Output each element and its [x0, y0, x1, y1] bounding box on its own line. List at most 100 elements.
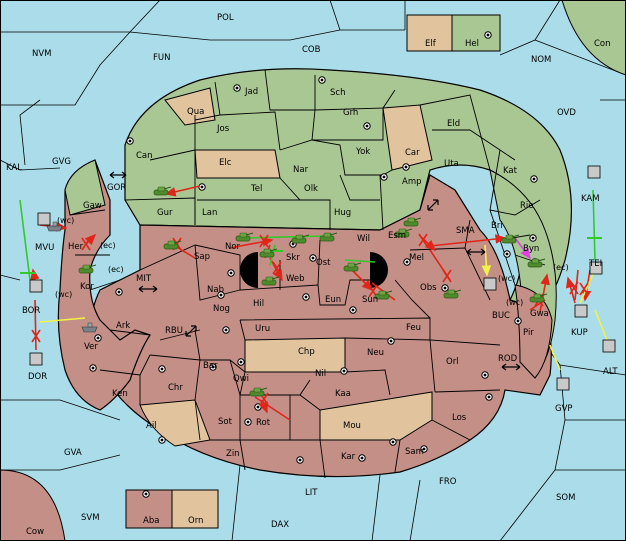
- province-label-neu: Neu: [367, 348, 384, 358]
- coast-label-ec3: (ec): [553, 263, 569, 272]
- province-label-rie: Rie: [520, 201, 534, 211]
- canal-east: [370, 252, 388, 288]
- province-chp[interactable]: [244, 337, 346, 373]
- province-label-kar: Kar: [341, 452, 356, 462]
- province-label-orl: Orl: [446, 357, 459, 367]
- province-label-grh: Grh: [343, 108, 358, 118]
- sea-kam: KAM: [581, 194, 600, 204]
- sea-mit: MIT: [136, 274, 152, 284]
- province-label-elf: Elf: [425, 39, 437, 49]
- province-label-pir: Pir: [523, 328, 534, 338]
- province-label-hel: Hel: [465, 39, 479, 49]
- province-gaw[interactable]: [64, 159, 106, 216]
- sea-labels: POL NVM FUN COB NOM Con OVD KAL GVG GOR …: [6, 13, 618, 537]
- province-label-jos: Jos: [216, 124, 230, 134]
- province-label-zin: Zin: [226, 449, 240, 459]
- sea-cow: Cow: [26, 527, 44, 537]
- province-label-skr: Skr: [286, 253, 300, 263]
- province-label-can: Can: [136, 151, 153, 161]
- sea-pol: POL: [217, 13, 234, 23]
- sea-rod: ROD: [498, 354, 518, 364]
- sea-con: Con: [594, 39, 611, 49]
- province-label-uta: Uta: [444, 159, 459, 169]
- province-label-mel: Mel: [409, 253, 424, 263]
- island-west-arm: [57, 159, 151, 411]
- coast-label-ec1: (ec): [100, 241, 116, 250]
- province-label-ken: Ken: [112, 389, 128, 399]
- province-label-nar: Nar: [293, 165, 309, 175]
- sea-gor: GOR: [107, 183, 126, 193]
- province-label-kor: Kor: [80, 282, 94, 292]
- province-label-kaa: Kaa: [335, 389, 351, 399]
- province-label-wil: Wil: [357, 234, 370, 244]
- province-label-sap: Sap: [194, 252, 210, 262]
- sea-buc: BUC: [492, 311, 510, 321]
- coast-label-ec2: (ec): [108, 265, 124, 274]
- province-label-aba: Aba: [143, 516, 159, 526]
- province-label-yok: Yok: [355, 147, 370, 157]
- province-label-sam: Sam: [405, 447, 424, 457]
- sea-cob: COB: [302, 45, 321, 55]
- province-label-ost: Ost: [316, 258, 331, 268]
- sea-lit: LIT: [305, 488, 318, 498]
- passage-arrows: [109, 171, 521, 371]
- province-label-hug: Hug: [334, 208, 351, 218]
- province-label-olk: Olk: [304, 184, 318, 194]
- province-mou[interactable]: [319, 391, 433, 441]
- province-elf[interactable]: [406, 14, 453, 52]
- province-label-uru: Uru: [255, 324, 270, 334]
- sea-tei: TEI: [588, 259, 602, 269]
- sea-gvg: GVG: [52, 157, 71, 167]
- province-elc[interactable]: [194, 149, 281, 179]
- province-label-sun: Sun: [362, 295, 378, 305]
- province-label-amp: Amp: [402, 177, 422, 187]
- province-label-esm: Esm: [388, 231, 406, 241]
- province-label-obs: Obs: [420, 283, 437, 293]
- province-qua[interactable]: [164, 87, 216, 126]
- province-label-tel: Tel: [250, 184, 262, 194]
- province-label-sch: Sch: [330, 88, 345, 98]
- province-label-nab: Nab: [207, 285, 224, 295]
- province-label-nil: Nil: [315, 369, 326, 379]
- province-label-eld: Eld: [447, 119, 460, 129]
- canal-west: [240, 252, 258, 288]
- province-label-hil: Hil: [253, 299, 264, 309]
- province-label-ver: Ver: [84, 342, 98, 352]
- coast-label-wc2: (wc): [55, 290, 72, 299]
- sea-kal: KAL: [6, 163, 22, 173]
- province-label-orn: Orn: [188, 516, 203, 526]
- province-label-elc: Elc: [219, 158, 232, 168]
- sea-sma: SMA: [456, 226, 475, 236]
- province-label-byn: Byn: [523, 244, 539, 254]
- province-label-sot: Sot: [218, 417, 233, 427]
- sea-dax: DAX: [271, 520, 289, 530]
- province-label-nog: Nog: [213, 304, 230, 314]
- province-car[interactable]: [382, 104, 433, 171]
- province-label-qwi: Qwi: [233, 374, 249, 384]
- province-orn[interactable]: [171, 489, 219, 529]
- army-markers: [29, 165, 616, 391]
- province-label-jad: Jad: [244, 87, 258, 97]
- province-ail[interactable]: [139, 399, 211, 447]
- coast-label-wc1: (wc): [57, 216, 74, 225]
- sea-gvp: GVP: [555, 404, 573, 414]
- province-label-chr: Chr: [168, 383, 183, 393]
- sea-kup: KUP: [571, 328, 588, 338]
- province-label-gur: Gur: [157, 208, 173, 218]
- sea-fro: FRO: [439, 477, 457, 487]
- sea-ovd: OVD: [557, 108, 576, 118]
- province-label-her: Her: [68, 242, 84, 252]
- province-label-lan: Lan: [202, 208, 217, 218]
- province-hel[interactable]: [451, 14, 501, 52]
- province-label-los: Los: [452, 413, 467, 423]
- province-label-qua: Qua: [187, 107, 204, 117]
- sea-rbu: RBU: [165, 326, 183, 336]
- province-label-ail: Ail: [146, 421, 157, 431]
- sea-gva: GVA: [64, 448, 82, 458]
- province-label-gaw: Gaw: [83, 201, 102, 211]
- coast-label-wc3: (wc): [498, 274, 515, 283]
- province-label-rot: Rot: [256, 418, 271, 428]
